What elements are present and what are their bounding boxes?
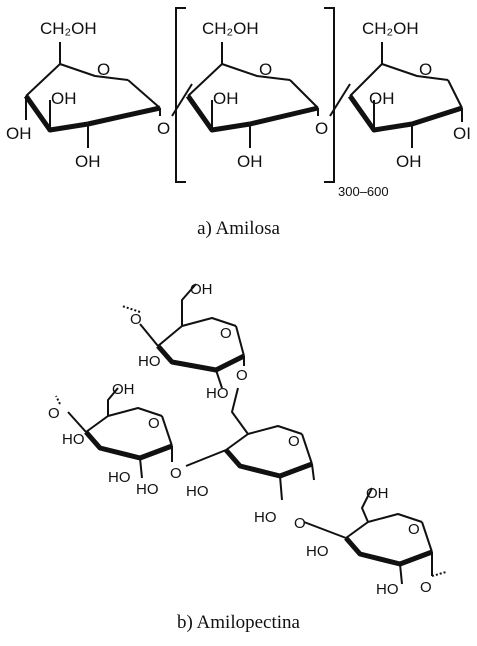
ho-label: HO bbox=[186, 483, 209, 500]
ho-label: HO bbox=[108, 469, 131, 486]
ho-label: HO bbox=[136, 481, 159, 498]
ring-oxygen-label: O bbox=[408, 521, 420, 538]
ho-label: HO bbox=[254, 509, 277, 526]
amylopectin-residue-right-labels: OH O HO HO O bbox=[306, 485, 432, 598]
oh-label: OH bbox=[237, 152, 263, 171]
amylopectin-residue-center-labels: O HO HO O bbox=[186, 433, 306, 532]
amylopectin-residue-top bbox=[121, 283, 246, 389]
amylopectin-caption: b) Amilopectina bbox=[177, 612, 300, 633]
oh-label: OH bbox=[6, 124, 32, 143]
amylopectin-residue-top-labels: OH O O HO HO O bbox=[130, 281, 248, 402]
ch2oh-label: CH₂OH bbox=[40, 19, 97, 38]
amylopectin-residue-left-labels: OH O O HO HO HO O bbox=[48, 381, 182, 498]
amylopectin-residue-left bbox=[55, 387, 173, 479]
glycosidic-oxygen-label: O bbox=[170, 465, 182, 482]
oh-label: OH bbox=[366, 485, 389, 502]
bridge-oxygen-label: O bbox=[157, 119, 170, 138]
amylose-residue-middle bbox=[185, 42, 319, 148]
amylopectin-residue-center bbox=[185, 387, 315, 501]
ho-label: HO bbox=[62, 431, 85, 448]
amylose-residue-right bbox=[347, 42, 463, 148]
oh-label: OH bbox=[75, 152, 101, 171]
amylopectin-structure: OH O O HO HO O OH O O HO HO HO O bbox=[48, 281, 447, 598]
glycosidic-oxygen-label: O bbox=[130, 311, 142, 328]
amylopectin-residue-right bbox=[303, 487, 447, 585]
amylose-residue-left-labels: CH₂OH O OH OH OH bbox=[6, 19, 110, 171]
oh-label: OH bbox=[396, 152, 422, 171]
repeat-count-label: 300–600 bbox=[338, 184, 389, 199]
ring-oxygen-label: O bbox=[220, 325, 232, 342]
oh-label: OH bbox=[190, 281, 213, 298]
glycosidic-oxygen-label: O bbox=[48, 405, 60, 422]
ho-label: HO bbox=[138, 353, 161, 370]
ring-oxygen-label: O bbox=[148, 415, 160, 432]
glycosidic-bond-2 bbox=[317, 83, 351, 117]
ho-label: HO bbox=[376, 581, 399, 598]
oh-label: OH bbox=[51, 89, 77, 108]
amylose-residue-middle-labels: CH₂OH O OH OH bbox=[202, 19, 272, 171]
end-label: OI bbox=[453, 124, 471, 143]
bridge-oxygen-label: O bbox=[315, 119, 328, 138]
ring-oxygen-label: O bbox=[288, 433, 300, 450]
ring-oxygen-label: O bbox=[419, 60, 432, 79]
repeat-bracket bbox=[175, 7, 335, 183]
ch2oh-label: CH₂OH bbox=[362, 19, 419, 38]
oh-label: OH bbox=[369, 89, 395, 108]
amylose-structure: CH₂OH O OH OH OH O CH₂OH bbox=[6, 7, 471, 199]
ch2oh-label: CH₂OH bbox=[202, 19, 259, 38]
amylose-residue-left bbox=[23, 42, 161, 148]
oh-label: OH bbox=[112, 381, 135, 398]
ring-oxygen-label: O bbox=[97, 60, 110, 79]
glycosidic-oxygen-label: O bbox=[236, 367, 248, 384]
amylose-residue-right-labels: CH₂OH O OH OH OI bbox=[362, 19, 471, 171]
glycosidic-oxygen-label: O bbox=[420, 579, 432, 596]
ring-oxygen-label: O bbox=[259, 60, 272, 79]
oh-label: OH bbox=[213, 89, 239, 108]
amylose-caption: a) Amilosa bbox=[197, 218, 280, 239]
ho-label: HO bbox=[306, 543, 329, 560]
ho-label: HO bbox=[206, 385, 229, 402]
glycosidic-oxygen-label: O bbox=[294, 515, 306, 532]
